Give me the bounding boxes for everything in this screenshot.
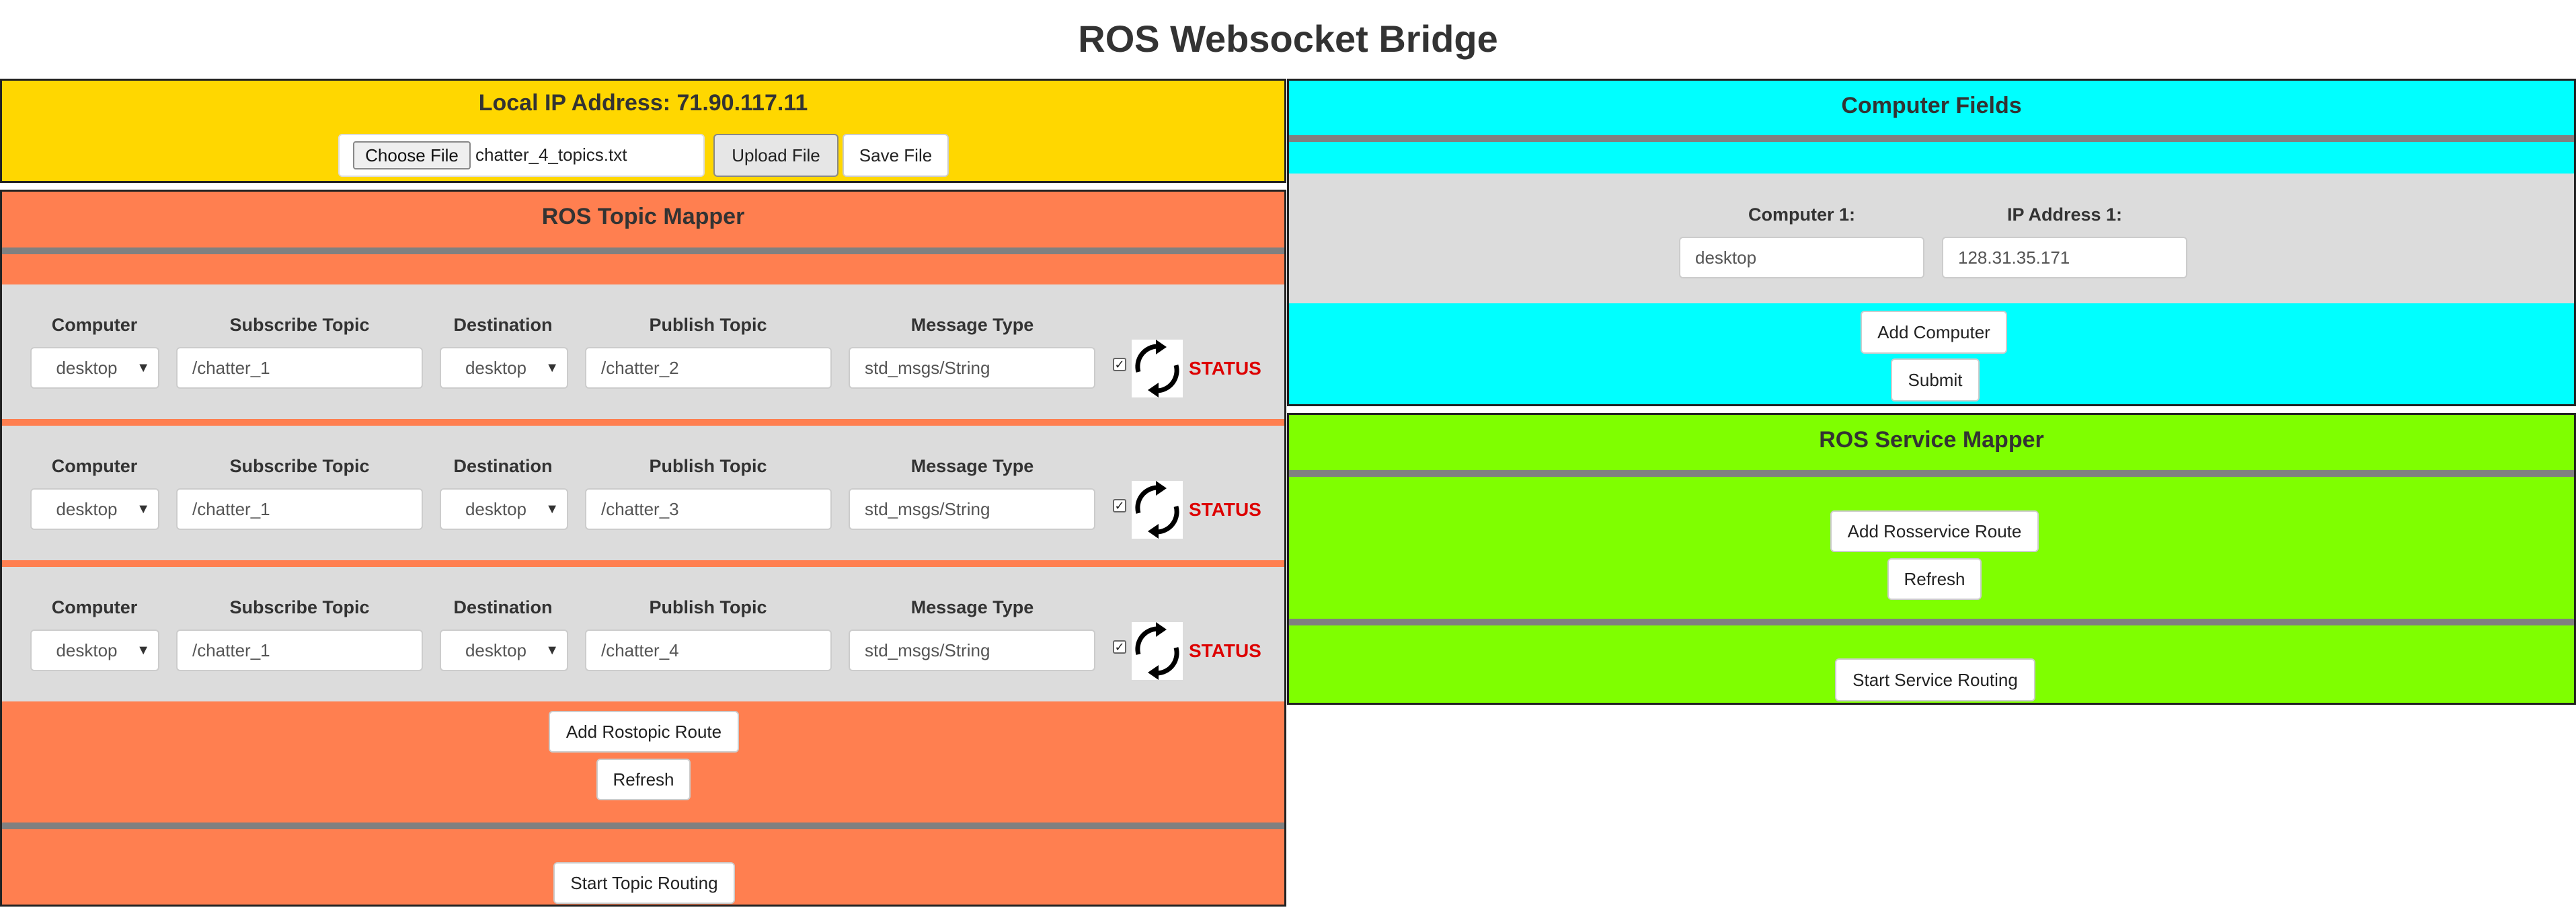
caret-down-icon: ▼ (545, 642, 559, 658)
start-service-routing-button[interactable]: Start Service Routing (1835, 658, 2035, 701)
topic-mapper-title: ROS Topic Mapper (541, 204, 745, 229)
publish-topic-input[interactable]: /chatter_2 (585, 347, 832, 389)
file-name: chatter_4_topics.txt (475, 145, 627, 165)
computer-fields-title: Computer Fields (1841, 93, 2022, 118)
computer-select[interactable]: desktop ▼ (30, 347, 159, 389)
start-topic-routing-button[interactable]: Start Topic Routing (553, 862, 735, 904)
status-label: STATUS (1189, 499, 1261, 520)
service-refresh-button[interactable]: Refresh (1887, 558, 1982, 600)
subscribe-topic-header: Subscribe Topic (229, 597, 370, 617)
topic-row: Computer Subscribe Topic Destination Pub… (2, 567, 1284, 701)
message-type-header: Message Type (910, 456, 1034, 476)
local-ip-panel: Local IP Address: 71.90.117.11 Choose Fi… (0, 79, 1286, 183)
status-label: STATUS (1189, 358, 1261, 379)
message-type-header: Message Type (910, 315, 1034, 335)
route-enabled-checkbox[interactable]: ✓ (1113, 640, 1126, 654)
publish-topic-header: Publish Topic (649, 315, 767, 335)
topic-mapper-panel: ROS Topic Mapper Computer Subscribe Topi… (0, 190, 1286, 907)
add-rosservice-route-button[interactable]: Add Rosservice Route (1830, 510, 2039, 552)
publish-topic-input[interactable]: /chatter_3 (585, 488, 832, 530)
caret-down-icon: ▼ (136, 360, 150, 375)
separator (1289, 619, 2574, 625)
destination-select-value: desktop (465, 498, 527, 519)
refresh-cycle-icon[interactable] (1132, 481, 1183, 539)
destination-header: Destination (453, 597, 553, 617)
computer-select[interactable]: desktop ▼ (30, 629, 159, 671)
computer-row: Computer 1: IP Address 1: desktop 128.31… (1289, 174, 2574, 303)
file-picker[interactable]: Choose File chatter_4_topics.txt (338, 134, 705, 177)
topic-row: Computer Subscribe Topic Destination Pub… (2, 426, 1284, 560)
ip-address-input[interactable]: 128.31.35.171 (1942, 237, 2187, 278)
save-file-button[interactable]: Save File (843, 134, 949, 177)
computer-fields-panel: Computer Fields Computer 1: IP Address 1… (1287, 79, 2576, 406)
computer-select-value: desktop (56, 640, 118, 660)
caret-down-icon: ▼ (545, 501, 559, 517)
subscribe-topic-input[interactable]: /chatter_1 (176, 347, 423, 389)
page-title: ROS Websocket Bridge (1078, 17, 1498, 60)
route-enabled-checkbox[interactable]: ✓ (1113, 358, 1126, 371)
publish-topic-header: Publish Topic (649, 456, 767, 476)
computer-header: Computer (51, 315, 138, 335)
destination-header: Destination (453, 456, 553, 476)
computer-select-value: desktop (56, 498, 118, 519)
route-enabled-checkbox[interactable]: ✓ (1113, 499, 1126, 512)
separator (2, 247, 1284, 254)
refresh-cycle-icon[interactable] (1132, 340, 1183, 397)
subscribe-topic-header: Subscribe Topic (229, 315, 370, 335)
subscribe-topic-input[interactable]: /chatter_1 (176, 629, 423, 671)
message-type-input[interactable]: std_msgs/String (849, 347, 1095, 389)
subscribe-topic-header: Subscribe Topic (229, 456, 370, 476)
computer-header: Computer (51, 597, 138, 617)
add-rostopic-route-button[interactable]: Add Rostopic Route (549, 711, 739, 753)
topic-refresh-button[interactable]: Refresh (596, 759, 691, 800)
refresh-cycle-icon[interactable] (1132, 622, 1183, 680)
upload-file-button[interactable]: Upload File (713, 134, 838, 177)
message-type-input[interactable]: std_msgs/String (849, 488, 1095, 530)
separator (1289, 135, 2574, 142)
message-type-header: Message Type (910, 597, 1034, 617)
publish-topic-header: Publish Topic (649, 597, 767, 617)
topic-row: Computer Subscribe Topic Destination Pub… (2, 284, 1284, 419)
computer-select[interactable]: desktop ▼ (30, 488, 159, 530)
caret-down-icon: ▼ (136, 501, 150, 517)
status-label: STATUS (1189, 640, 1261, 661)
publish-topic-input[interactable]: /chatter_4 (585, 629, 832, 671)
separator (1289, 470, 2574, 477)
destination-select[interactable]: desktop ▼ (440, 629, 568, 671)
add-computer-button[interactable]: Add Computer (1861, 311, 2007, 354)
destination-select-value: desktop (465, 357, 527, 378)
caret-down-icon: ▼ (136, 642, 150, 658)
service-mapper-title: ROS Service Mapper (1819, 427, 2044, 453)
destination-select-value: desktop (465, 640, 527, 660)
choose-file-button[interactable]: Choose File (353, 141, 471, 169)
submit-button[interactable]: Submit (1891, 358, 1980, 401)
service-mapper-panel: ROS Service Mapper Add Rosservice Route … (1287, 413, 2576, 705)
separator (2, 823, 1284, 829)
local-ip-label: Local IP Address: 71.90.117.11 (478, 90, 808, 116)
computer-header: Computer (51, 456, 138, 476)
computer-select-value: desktop (56, 357, 118, 378)
ip-address-label: IP Address 1: (2006, 204, 2123, 225)
computer-name-input[interactable]: desktop (1679, 237, 1924, 278)
message-type-input[interactable]: std_msgs/String (849, 629, 1095, 671)
destination-header: Destination (453, 315, 553, 335)
subscribe-topic-input[interactable]: /chatter_1 (176, 488, 423, 530)
computer-label: Computer 1: (1748, 204, 1855, 225)
destination-select[interactable]: desktop ▼ (440, 347, 568, 389)
destination-select[interactable]: desktop ▼ (440, 488, 568, 530)
caret-down-icon: ▼ (545, 360, 559, 375)
